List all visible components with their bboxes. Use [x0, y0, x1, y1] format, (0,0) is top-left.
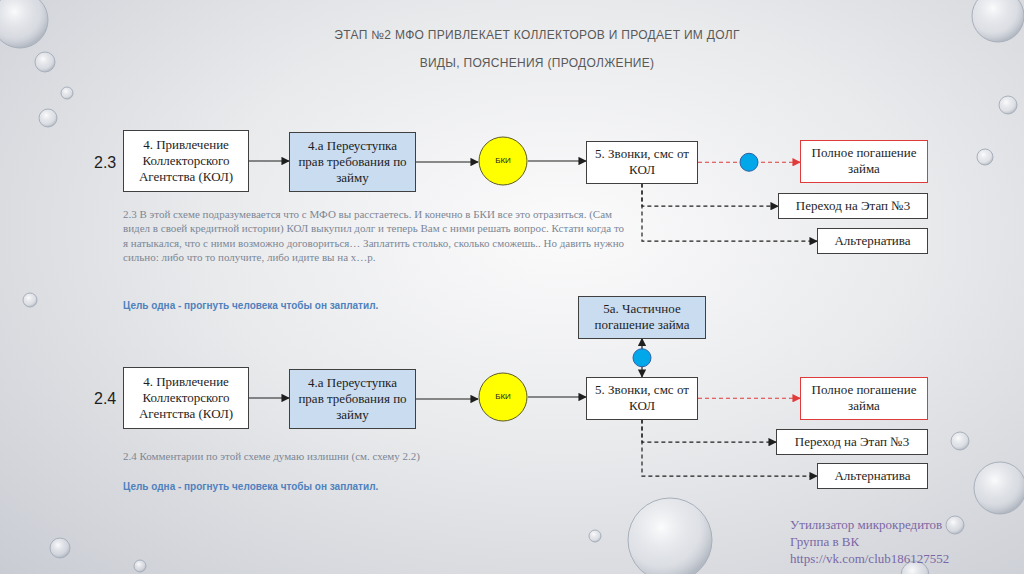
node-text: Переход на Этап №3 [795, 434, 909, 450]
goal-text: Цель одна - прогнуть человека чтобы он з… [123, 481, 543, 492]
watermark: Утилизатор микрокредитов [790, 517, 1010, 533]
outcome-box: Переход на Этап №3 [778, 193, 928, 219]
node-text: Альтернатива [834, 233, 910, 249]
flow-arrow [249, 160, 289, 161]
process-box: 4.а Переуступка прав требования по займу [289, 132, 416, 192]
node-text: Полное погашение займа [807, 145, 921, 178]
outcome-box: Полное погашение займа [800, 377, 928, 420]
node-text: 5. Звонки, смс от КОЛ [593, 382, 691, 415]
flow-arrow [416, 398, 478, 399]
outcome-box: 5а. Частичное погашение займа [578, 296, 706, 339]
outcome-box: Альтернатива [817, 463, 928, 489]
junction-dot [740, 153, 758, 171]
note-text: 2.3 В этой схеме подразумевается что с М… [123, 207, 628, 264]
process-box: 4. Привлечение Коллекторского Агентства … [123, 367, 249, 429]
node-text: БКИ [495, 392, 511, 402]
flow-arrow [249, 397, 289, 398]
node-text: БКИ [495, 156, 511, 166]
dashed-arrow [698, 398, 800, 399]
bki-circle: БКИ [478, 136, 528, 186]
outcome-box: Полное погашение займа [800, 140, 928, 183]
watermark: https://vk.com/club186127552 [790, 551, 1010, 567]
node-text: Переход на Этап №3 [796, 198, 910, 214]
node-text: 4.а Переуступка прав требования по займу [296, 375, 409, 424]
note-text: 2.4 Комментарии по этой схеме думаю изли… [123, 449, 628, 463]
node-text: Полное погашение займа [807, 382, 921, 415]
node-text: 4. Привлечение Коллекторского Агентства … [130, 374, 242, 423]
flow-arrow [528, 396, 586, 397]
node-text: Альтернатива [834, 468, 910, 484]
goal-text: Цель одна - прогнуть человека чтобы он з… [123, 300, 543, 311]
process-box: 5. Звонки, смс от КОЛ [586, 141, 698, 184]
bki-circle: БКИ [478, 372, 528, 422]
process-box: 5. Звонки, смс от КОЛ [586, 377, 698, 420]
process-box: 4. Привлечение Коллекторского Агентства … [123, 130, 249, 192]
flow-arrow [528, 160, 586, 161]
title: ЭТАП №2 МФО ПРИВЛЕКАЕТ КОЛЛЕКТОРОВ И ПРО… [237, 28, 837, 42]
node-text: 4. Привлечение Коллекторского Агентства … [130, 137, 242, 186]
process-box: 4.а Переуступка прав требования по займу [289, 369, 416, 429]
node-text: 5. Звонки, смс от КОЛ [593, 146, 691, 179]
flow-arrow [416, 161, 478, 162]
subtitle: ВИДЫ, ПОЯСНЕНИЯ (ПРОДОЛЖЕНИЕ) [237, 56, 837, 70]
node-text: 4.а Переуступка прав требования по займу [296, 138, 409, 187]
scheme-number: 2.3 [94, 154, 124, 172]
scheme-number: 2.4 [94, 390, 124, 408]
node-text: 5а. Частичное погашение займа [585, 301, 699, 334]
watermark: Группа в ВК [790, 534, 1010, 550]
outcome-box: Альтернатива [817, 228, 928, 254]
dashed-arrow [642, 420, 776, 443]
dashed-arrow [642, 184, 778, 207]
outcome-box: Переход на Этап №3 [776, 429, 928, 455]
junction-dot [633, 349, 651, 367]
